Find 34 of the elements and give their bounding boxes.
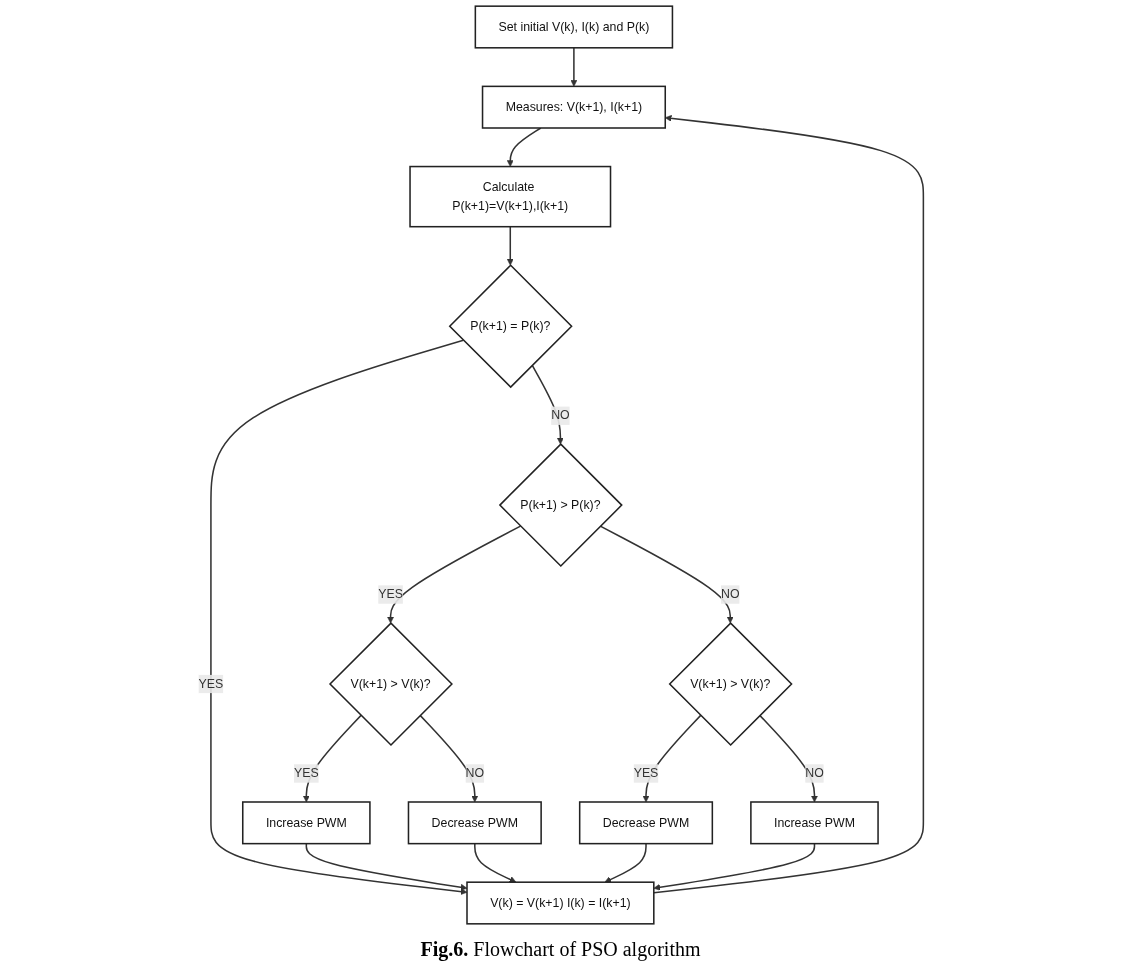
edge-label: YES bbox=[293, 766, 319, 780]
arrow bbox=[209, 339, 467, 895]
arrow bbox=[506, 225, 514, 266]
node-box: Increase PWM bbox=[241, 801, 371, 845]
node-diamond: P(k+1) > P(k)? bbox=[498, 443, 623, 568]
arrow bbox=[418, 714, 478, 803]
edge-label: NO bbox=[720, 587, 740, 601]
arrow bbox=[386, 525, 521, 624]
figure-caption: Fig.6. Flowchart of PSO algorithm bbox=[420, 938, 701, 961]
edge-label: NO bbox=[465, 766, 484, 780]
node-diamond: P(k+1) = P(k)? bbox=[448, 264, 573, 389]
node-diamond: V(k+1) > V(k)? bbox=[328, 622, 453, 747]
arrow bbox=[570, 47, 577, 87]
node-diamond: V(k+1) > V(k)? bbox=[668, 622, 793, 747]
arrow bbox=[305, 842, 467, 891]
arrow bbox=[604, 842, 647, 883]
node-box: Set initial V(k), I(k) and P(k) bbox=[474, 5, 673, 49]
arrow bbox=[473, 842, 516, 883]
node-box: V(k) = V(k+1) I(k) = I(k+1) bbox=[465, 881, 655, 925]
arrow bbox=[653, 842, 815, 891]
arrow bbox=[599, 525, 734, 624]
arrow bbox=[530, 364, 564, 445]
node-box: Decrease PWM bbox=[407, 801, 542, 845]
node-box: Measures: V(k+1), I(k+1) bbox=[481, 85, 666, 129]
node-box: Calculate P(k+1)=V(k+1),I(k+1) bbox=[408, 165, 611, 228]
edge-label: YES bbox=[633, 766, 658, 780]
node-box: Increase PWM bbox=[749, 801, 879, 845]
arrow bbox=[506, 127, 542, 167]
edge-label: YES bbox=[377, 587, 403, 601]
arrow bbox=[758, 714, 818, 803]
edge-label: NO bbox=[550, 408, 570, 422]
node-box: Decrease PWM bbox=[578, 801, 713, 845]
edge-label: NO bbox=[804, 766, 824, 780]
edge-label: YES bbox=[198, 677, 223, 691]
